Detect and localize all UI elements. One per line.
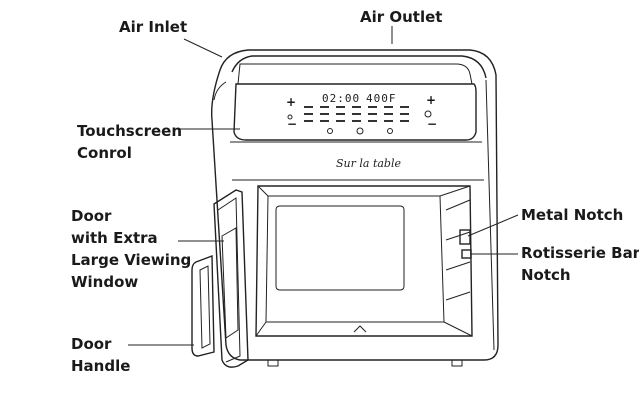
rotisserie-label-2: Notch	[521, 266, 571, 284]
door-handle-label-1: Door	[71, 335, 112, 353]
metal-notch-label: Metal Notch	[521, 206, 623, 224]
brand-logo: Sur la table	[336, 157, 401, 170]
door-label-2: with Extra	[71, 229, 158, 247]
rotate-icon[interactable]	[387, 128, 393, 134]
air-outlet-label: Air Outlet	[360, 8, 442, 26]
left-plus-button[interactable]: +	[286, 95, 296, 109]
door-label-1: Door	[71, 207, 112, 225]
touchscreen-control-panel[interactable]: 02:00 400F + − + −	[286, 92, 437, 135]
power-icon[interactable]	[356, 127, 364, 135]
timer-icon[interactable]	[424, 110, 432, 118]
preset-icons[interactable]	[304, 106, 409, 122]
touchscreen-label-1: Touchscreen	[77, 122, 182, 140]
air-inlet-label: Air Inlet	[119, 18, 187, 36]
temp-icon[interactable]	[287, 114, 293, 120]
light-icon[interactable]	[327, 128, 333, 134]
metal-notch	[459, 229, 471, 245]
rotisserie-label-1: Rotisserie Bar	[521, 244, 639, 262]
appliance-body	[210, 49, 499, 361]
rotisserie-bar-notch	[461, 249, 472, 259]
right-minus-button[interactable]: −	[427, 117, 437, 131]
display-time: 02:00	[322, 92, 360, 105]
right-plus-button[interactable]: +	[426, 93, 436, 107]
left-foot	[267, 359, 279, 367]
right-foot	[451, 359, 463, 367]
door-label-3: Large Viewing	[71, 251, 191, 269]
door-handle[interactable]	[191, 254, 215, 357]
door-handle-label-2: Handle	[71, 357, 130, 375]
door-label-4: Window	[71, 273, 138, 291]
callout-lines	[128, 26, 519, 346]
display-temp: 400F	[366, 92, 397, 105]
touchscreen-label-2: Conrol	[77, 144, 132, 162]
left-minus-button[interactable]: −	[287, 117, 297, 131]
oven-cavity	[255, 185, 473, 337]
door[interactable]	[213, 189, 249, 368]
